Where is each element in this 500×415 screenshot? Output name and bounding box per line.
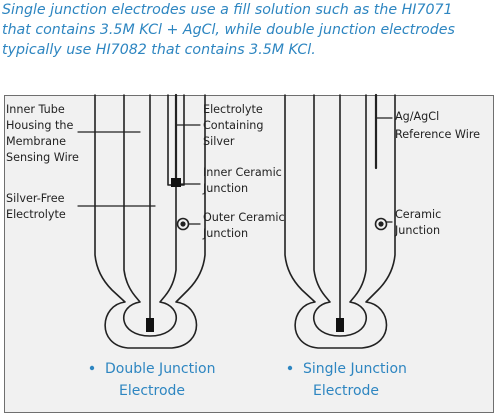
label-outer-ceramic-junction: Outer Ceramic Junction: [202, 211, 288, 240]
double-inner-tube: [123, 94, 177, 337]
single-ceramic-junction: [374, 217, 388, 231]
caption-double-junction: Double Junction Electrode: [105, 361, 220, 399]
double-outer-body: [94, 94, 206, 349]
single-inner-tube: [313, 94, 367, 337]
label-ceramic-junction: Ceramic Junction: [394, 208, 445, 237]
double-caption-bullet: [89, 365, 95, 371]
label-ag-agcl-reference-wire: Ag/AgCl Reference Wire: [395, 110, 480, 141]
single-caption-bullet: [287, 365, 293, 371]
single-outer-body: [284, 94, 396, 349]
intro-line-1: Single junction electrodes use a fill so…: [2, 2, 453, 18]
label-silver-free-electrolyte: Silver-Free Electrolyte: [6, 192, 68, 221]
label-inner-tube: Inner Tube Housing the Membrane Sensing …: [6, 103, 79, 164]
diagram-panel: [4, 95, 494, 413]
label-inner-ceramic-junction: Inner Ceramic Junction: [202, 166, 285, 195]
double-sensing-tip: [146, 318, 154, 332]
single-sensing-tip: [336, 318, 344, 332]
intro-line-3: typically use HI7082 that contains 3.5M …: [2, 42, 316, 58]
intro-text: Single junction electrodes use a fill so…: [2, 0, 498, 60]
double-outer-ceramic-core: [180, 221, 186, 227]
intro-line-2: that contains 3.5M KCl + AgCl, while dou…: [2, 22, 455, 38]
caption-single-junction: Single Junction Electrode: [303, 361, 411, 399]
double-inner-junction-plug: [171, 178, 181, 187]
single-ceramic-core: [378, 221, 384, 227]
label-electrolyte-containing-silver: Electrolyte Containing Silver: [203, 103, 267, 148]
